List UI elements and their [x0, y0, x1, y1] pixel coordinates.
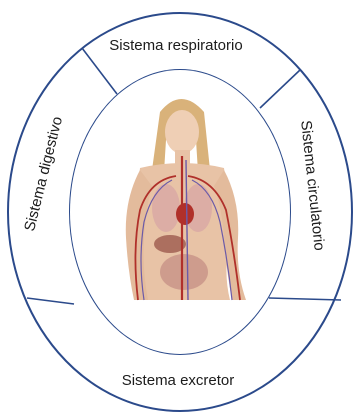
label-excretory-system: Sistema excretor — [122, 372, 235, 389]
divider-bottom-right — [269, 298, 341, 300]
label-respiratory-system: Sistema respiratorio — [109, 37, 242, 54]
label-circulatory-system: Sistema circulatorio — [297, 120, 328, 252]
label-digestive-system: Sistema digestivo — [21, 115, 66, 233]
divider-bottom-left — [27, 298, 74, 304]
divider-top-right — [260, 70, 300, 108]
intestines-shape — [160, 254, 208, 290]
human-body-illustration — [70, 70, 290, 360]
head-shape — [165, 110, 199, 154]
left-lung-shape — [152, 184, 180, 232]
divider-top-left — [82, 48, 117, 94]
heart-shape — [176, 203, 194, 225]
